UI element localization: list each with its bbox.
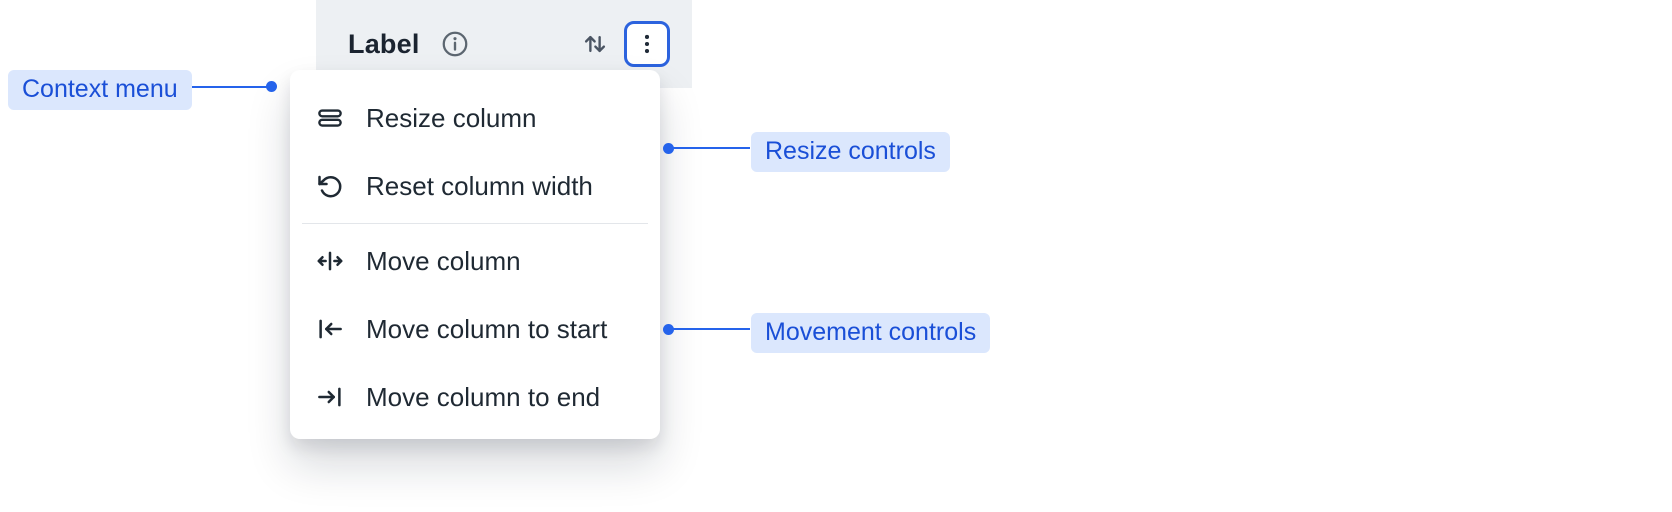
annotation-movement-controls: Movement controls [751,313,991,353]
menu-item-move-column-to-end[interactable]: Move column to end [290,363,660,431]
resize-column-icon [314,103,346,133]
info-icon[interactable] [440,29,470,59]
menu-item-label: Move column to start [366,313,608,344]
connector-line-resize-controls [672,147,750,149]
column-menu-button[interactable] [624,21,670,67]
menu-item-reset-column-width[interactable]: Reset column width [290,152,660,220]
column-header-label: Label [348,28,420,59]
kebab-menu-icon [634,31,660,57]
move-column-start-icon [314,314,346,344]
connector-dot-context-menu [266,81,277,92]
column-context-menu: Resize column Reset column width Move co… [290,70,660,439]
menu-item-label: Resize column [366,102,537,133]
annotation-context-menu: Context menu [8,70,192,110]
annotation-resize-controls: Resize controls [751,132,950,172]
move-column-end-icon [314,382,346,412]
connector-dot-movement-controls [663,324,674,335]
menu-item-resize-column[interactable]: Resize column [290,84,660,152]
connector-dot-resize-controls [663,143,674,154]
menu-item-move-column-to-start[interactable]: Move column to start [290,295,660,363]
connector-line-movement-controls [672,328,750,330]
menu-item-label: Move column [366,245,521,276]
menu-item-label: Move column to end [366,381,601,412]
menu-item-move-column[interactable]: Move column [290,227,660,295]
reset-column-width-icon [314,171,346,201]
menu-divider [302,223,648,224]
menu-item-label: Reset column width [366,170,593,201]
move-column-icon [314,246,346,276]
sort-vertical-icon[interactable] [580,29,610,59]
connector-line-context-menu [192,86,268,88]
